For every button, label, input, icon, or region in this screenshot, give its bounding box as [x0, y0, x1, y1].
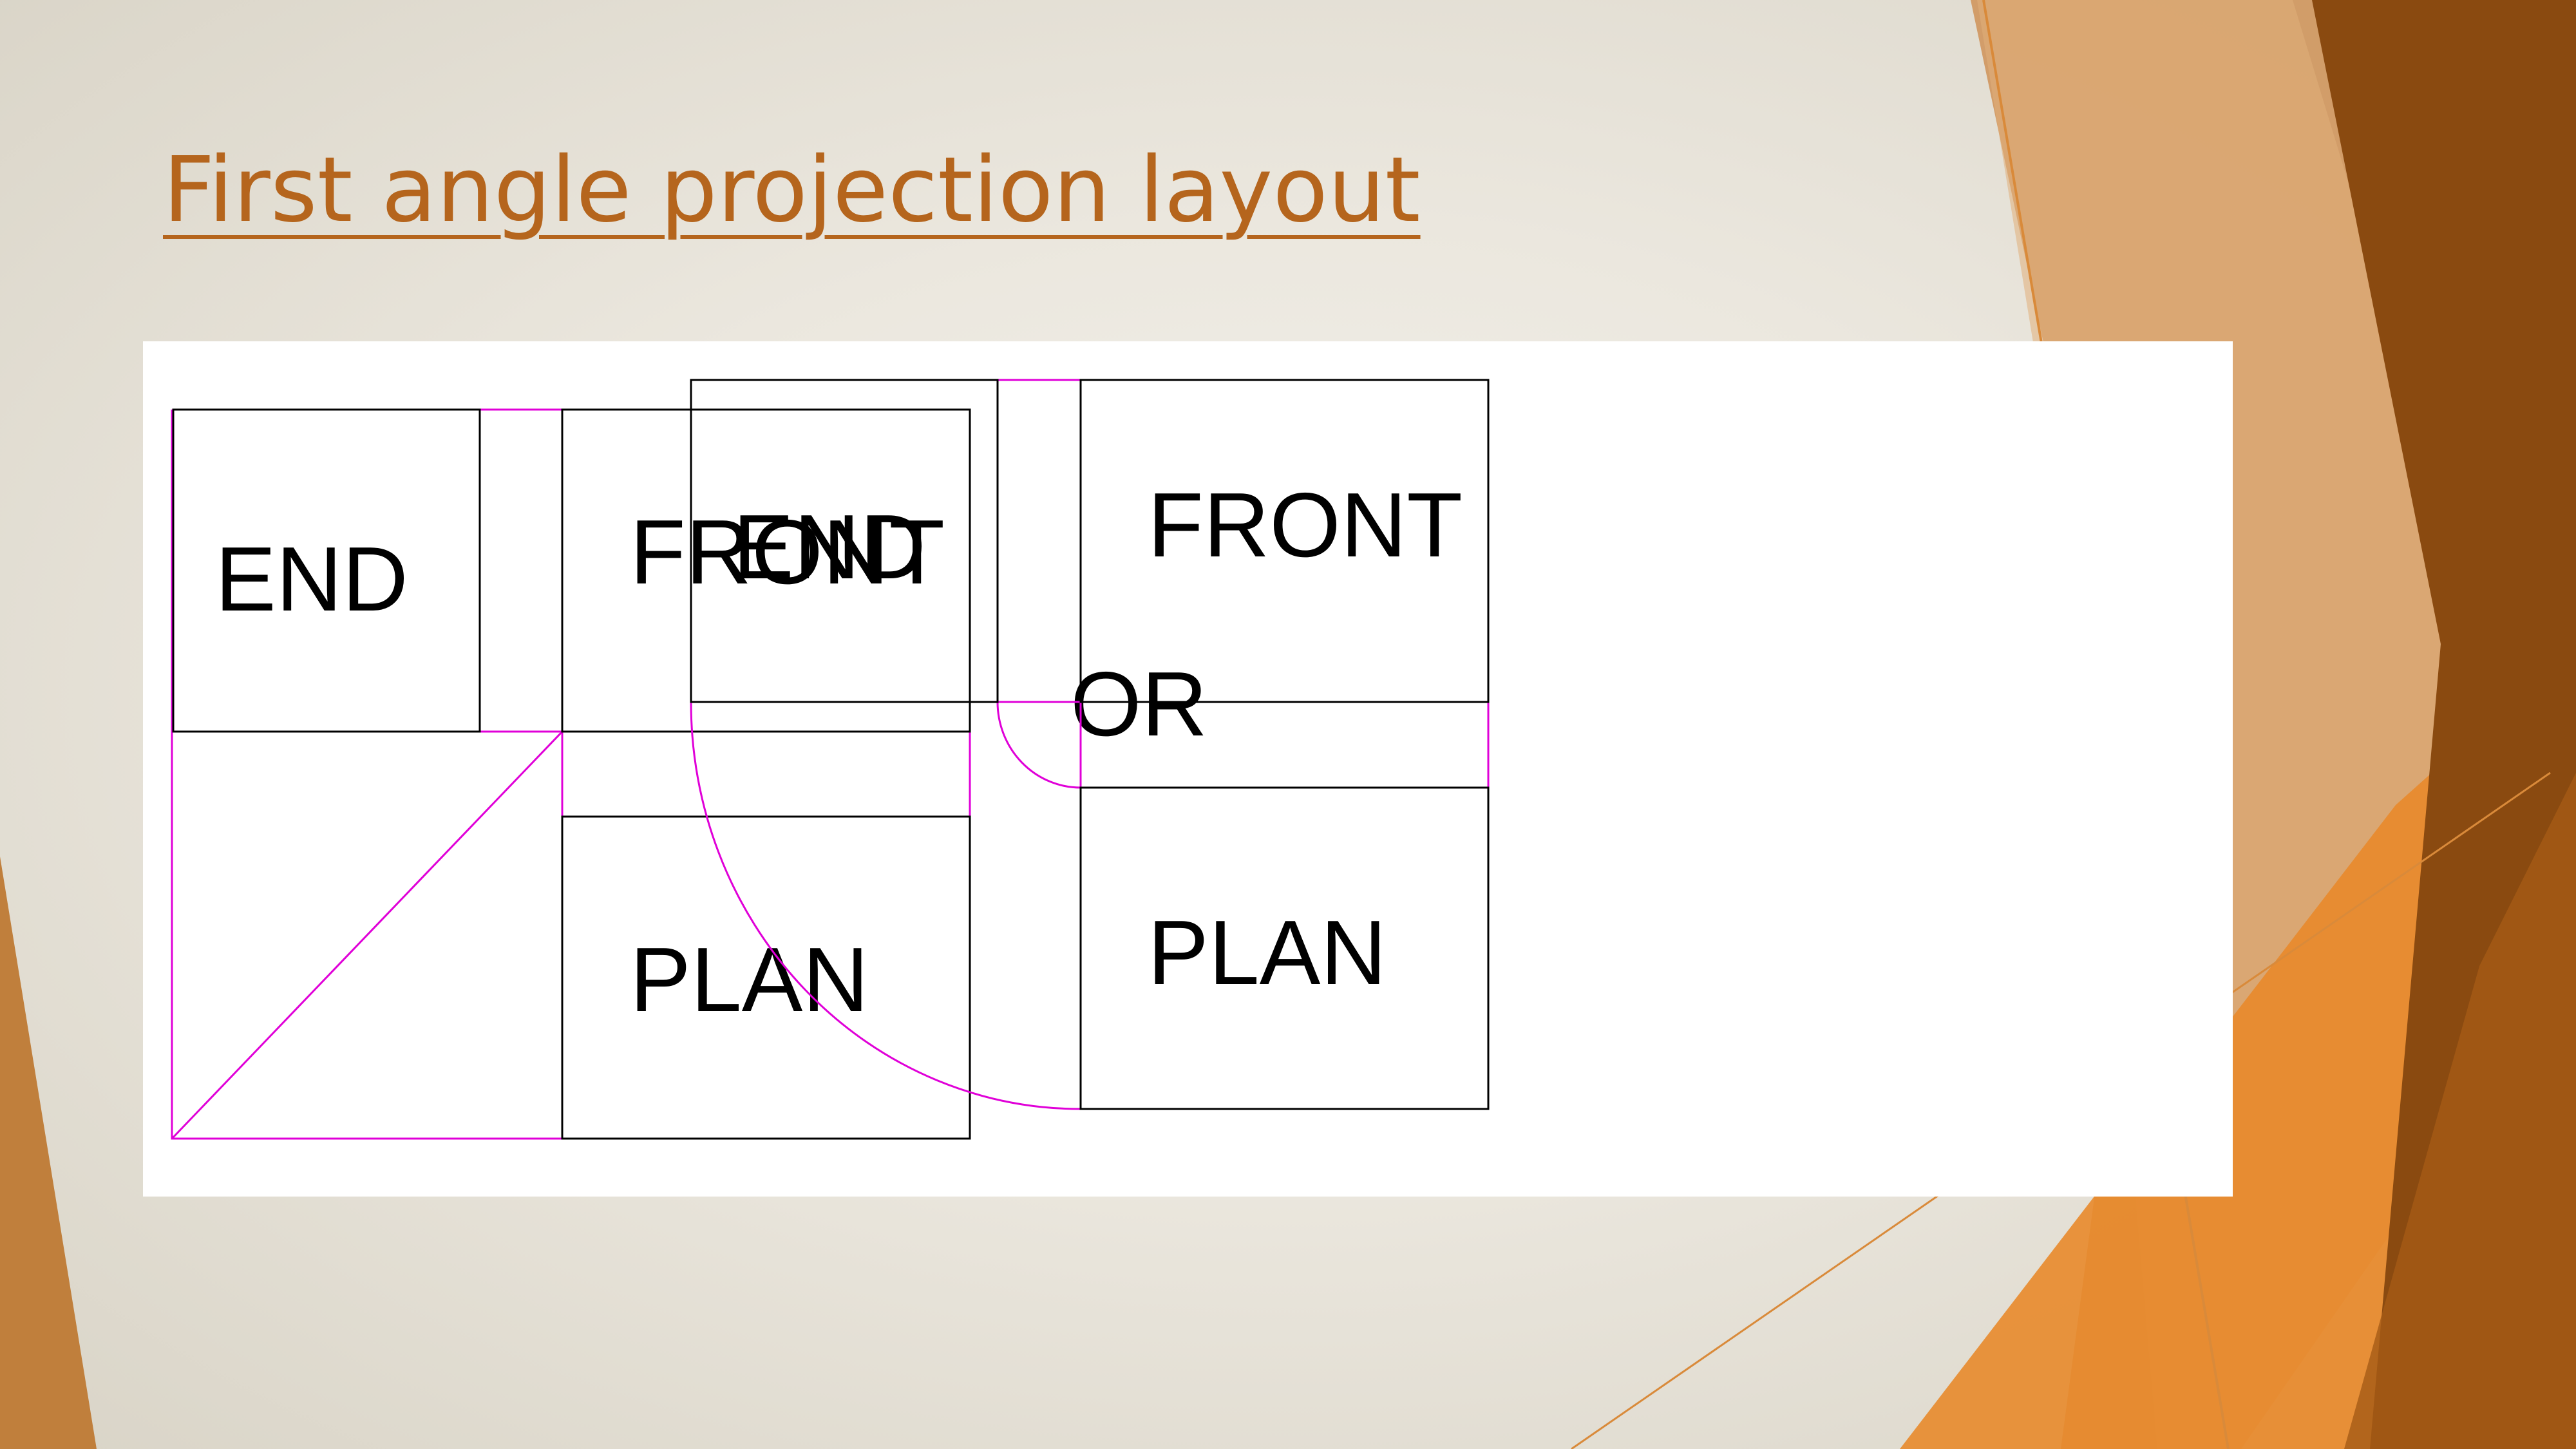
diagram-panel: END FRONT PLAN OR END FRONT PLAN [143, 341, 2233, 1197]
left-plan-view-box [561, 815, 971, 1140]
right-large-arc [690, 701, 1081, 1110]
left-front-label: FRONT [630, 501, 945, 603]
right-mid-facet [2344, 773, 2576, 1449]
left-projection-strip-horizontal [561, 730, 971, 818]
right-end-label: END [733, 496, 926, 598]
right-small-arc [996, 701, 1081, 789]
left-plan-label: PLAN [630, 929, 869, 1031]
left-edge-facet [0, 857, 97, 1449]
projection-diagram: END FRONT PLAN OR END FRONT PLAN [171, 379, 1490, 1140]
or-separator-label: OR [1070, 653, 1208, 755]
right-plan-view-box [1079, 786, 1490, 1110]
left-end-view-box [172, 408, 481, 733]
left-front-view-box [561, 408, 971, 733]
right-plan-label: PLAN [1148, 902, 1387, 1004]
right-projection-strip-vertical [996, 379, 1082, 703]
right-front-label: FRONT [1148, 474, 1463, 576]
right-front-view-box [1079, 379, 1490, 703]
left-layout: END FRONT PLAN [171, 408, 971, 1140]
right-end-view-box [690, 379, 999, 703]
right-layout: END FRONT PLAN [690, 379, 1490, 1110]
left-mitre-line [171, 730, 564, 1140]
slide-title: First angle projection layout [163, 138, 1421, 243]
left-projection-strip-vertical [478, 408, 564, 733]
left-end-label: END [215, 528, 408, 630]
